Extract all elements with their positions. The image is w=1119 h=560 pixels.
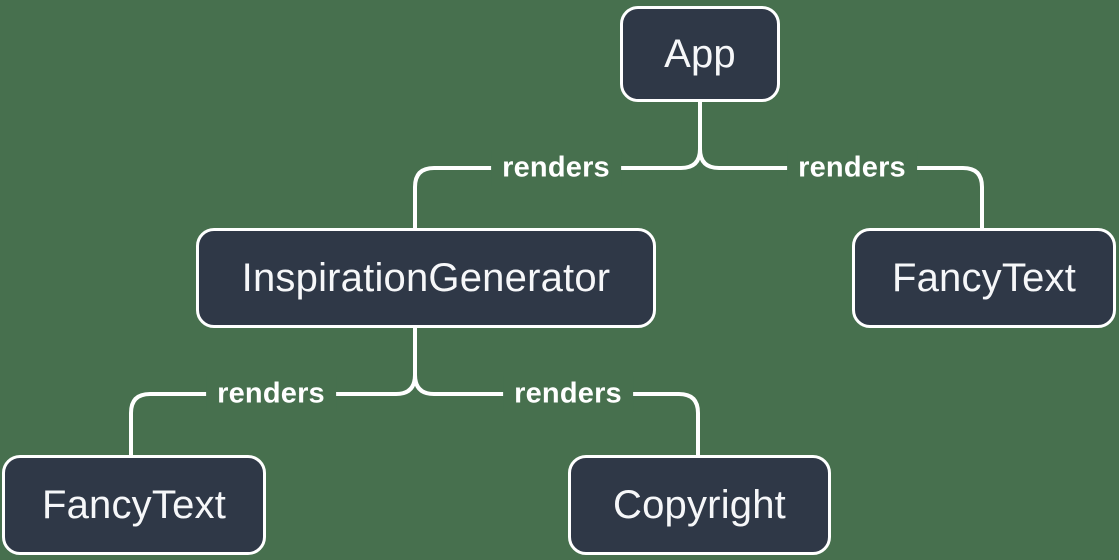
tree-node-copyright: Copyright — [568, 455, 831, 555]
edge-label-renders-app-inspiration-generator: renders — [491, 149, 621, 187]
tree-node-label: Copyright — [613, 482, 786, 527]
tree-node-fancy-text-right: FancyText — [852, 228, 1116, 328]
tree-node-inspiration-generator: InspirationGenerator — [196, 228, 656, 328]
edge-label-renders-inspiration-generator-fancy-text: renders — [206, 375, 336, 413]
tree-node-label: FancyText — [891, 255, 1077, 300]
tree-node-fancy-text-left: FancyText — [2, 455, 266, 555]
tree-node-app: App — [620, 6, 780, 102]
edge-label-renders-inspiration-generator-copyright: renders — [503, 375, 633, 413]
tree-node-label: App — [664, 31, 736, 76]
tree-node-label: FancyText — [41, 482, 227, 527]
tree-node-label: InspirationGenerator — [241, 255, 611, 300]
edge-label-renders-app-fancy-text: renders — [787, 149, 917, 187]
